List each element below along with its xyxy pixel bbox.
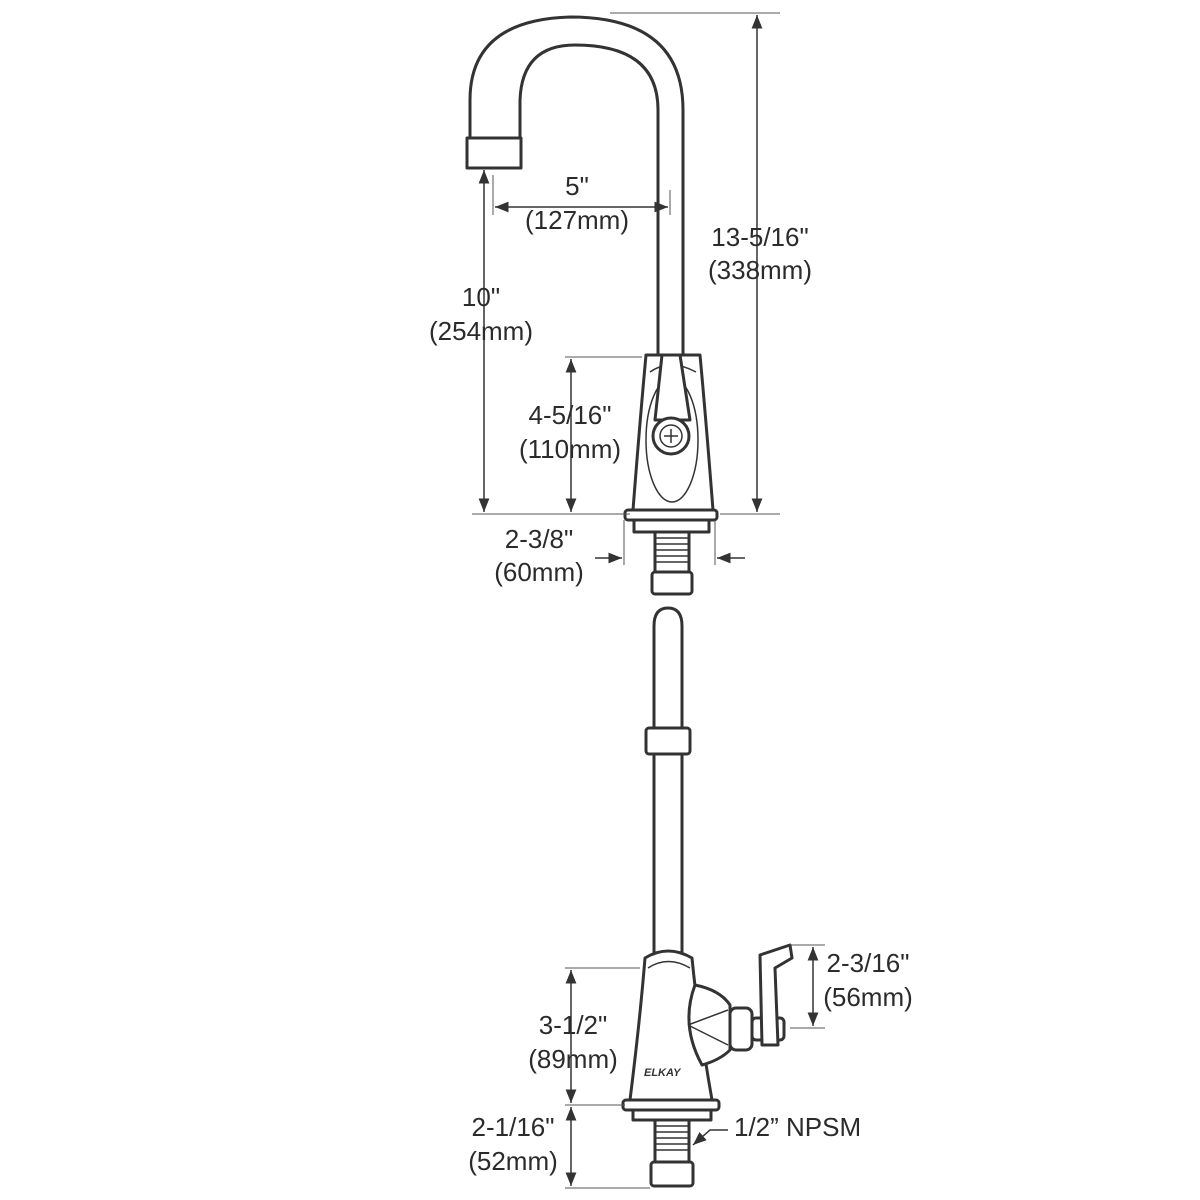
- reach-imperial-label: 5": [565, 171, 589, 201]
- riser-upper-tube: [652, 606, 684, 730]
- shank-length-imperial-label: 2-1/16": [472, 1112, 555, 1142]
- lower-body-height-imperial-label: 3-1/2": [539, 1010, 608, 1040]
- riser-coupling-nut: [649, 1160, 695, 1188]
- brand-mark: ELKAY: [644, 1067, 682, 1079]
- shank-length-metric-label: (52mm): [468, 1146, 558, 1176]
- lower-dimension-lines: [565, 944, 825, 1189]
- riser-coupling: [644, 726, 692, 756]
- riser-threaded-shank: [653, 1118, 691, 1164]
- gooseneck-faucet-side-view: [465, 15, 719, 596]
- gooseneck-spout: [468, 15, 685, 357]
- riser-lever-handle: [758, 943, 794, 1047]
- handle-height-imperial-label: 2-3/16": [827, 948, 910, 978]
- overall-height-imperial-label: 13-5/16": [711, 222, 808, 252]
- overall-height-metric-label: (338mm): [708, 255, 812, 285]
- upper-dimension-lines: [472, 12, 780, 565]
- aerator: [465, 136, 523, 170]
- clearance-metric-label: (254mm): [429, 316, 533, 346]
- base-width-imperial-label: 2-3/8": [505, 524, 574, 554]
- upper-dimension-labels: 5" (127mm) 10" (254mm) 13-5/16" (338mm) …: [429, 171, 812, 587]
- side-valve-stem: [687, 983, 732, 1067]
- handle-height-metric-label: (56mm): [823, 982, 913, 1012]
- lower-body-height-metric-label: (89mm): [528, 1044, 618, 1074]
- body-height-metric-label: (110mm): [519, 434, 621, 464]
- riser-faucet-side-view: ELKAY: [621, 606, 794, 1188]
- base-width-metric-label: (60mm): [494, 557, 584, 587]
- riser-lower-tube: [652, 752, 684, 956]
- clearance-imperial-label: 10": [462, 282, 500, 312]
- body-height-imperial-label: 4-5/16": [529, 400, 612, 430]
- reach-metric-label: (127mm): [525, 205, 629, 235]
- thread-spec-label: 1/2” NPSM: [734, 1112, 861, 1142]
- lever-handle: [653, 353, 692, 422]
- coupling-nut: [650, 570, 694, 596]
- lower-dimension-labels: 2-3/16" (56mm) 3-1/2" (89mm) 2-1/16" (52…: [468, 948, 913, 1176]
